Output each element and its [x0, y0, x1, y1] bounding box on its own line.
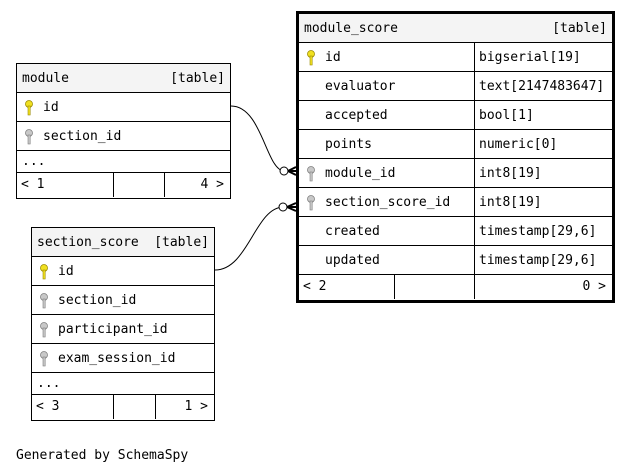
column-name: points: [325, 137, 372, 152]
column-row[interactable]: id: [17, 93, 230, 122]
footer-parents[interactable]: < 1: [21, 177, 45, 192]
column-name: evaluator: [325, 79, 396, 94]
column-type: bool[1]: [479, 108, 534, 123]
column-name: participant_id: [58, 322, 168, 337]
foreign-key-icon: [40, 322, 48, 338]
column-row[interactable]: id bigserial[19]: [299, 43, 612, 72]
footer-children[interactable]: 1 >: [184, 399, 208, 414]
footer-parents[interactable]: < 3: [36, 399, 60, 414]
column-type: timestamp[29,6]: [479, 253, 597, 268]
table-kind: [table]: [552, 21, 607, 36]
link-end-circle: [278, 202, 288, 212]
link-module-to-module-score: [230, 105, 285, 172]
table-kind: [table]: [170, 71, 225, 86]
column-type: timestamp[29,6]: [479, 224, 597, 239]
table-header: module [table]: [17, 64, 230, 93]
table-header: section_score [table]: [32, 228, 214, 257]
foreign-key-icon: [307, 166, 315, 182]
column-row[interactable]: updated timestamp[29,6]: [299, 246, 612, 275]
column-row[interactable]: created timestamp[29,6]: [299, 217, 612, 246]
column-row[interactable]: evaluator text[2147483647]: [299, 72, 612, 101]
primary-key-icon: [25, 100, 33, 116]
column-name: id: [43, 100, 59, 115]
table-footer: < 3 1 >: [32, 395, 214, 419]
more-columns: ...: [17, 151, 230, 173]
column-name: id: [58, 264, 74, 279]
column-type: bigserial[19]: [479, 50, 581, 65]
column-type: int8[19]: [479, 195, 542, 210]
column-name: section_id: [58, 293, 137, 308]
table-section-score[interactable]: section_score [table] id section_id part…: [31, 227, 215, 421]
more-columns: ...: [32, 373, 214, 395]
column-name: id: [325, 50, 341, 65]
column-name: created: [325, 224, 380, 239]
column-name: exam_session_id: [58, 351, 176, 366]
primary-key-icon: [307, 50, 315, 66]
column-row[interactable]: exam_session_id: [32, 344, 214, 373]
table-footer: < 2 0 >: [299, 275, 612, 299]
crowfoot-section-score-id: [286, 202, 297, 212]
foreign-key-icon: [40, 293, 48, 309]
foreign-key-icon: [25, 129, 33, 145]
column-row[interactable]: accepted bool[1]: [299, 101, 612, 130]
crowfoot-module-id: [287, 166, 297, 176]
table-header: module_score [table]: [299, 14, 612, 43]
column-name: section_score_id: [325, 195, 451, 210]
link-section-score-to-module-score: [214, 206, 284, 271]
table-name: module: [22, 71, 69, 86]
column-name: module_id: [325, 166, 396, 181]
column-name: accepted: [325, 108, 388, 123]
foreign-key-icon: [40, 351, 48, 367]
column-row[interactable]: points numeric[0]: [299, 130, 612, 159]
link-end-circle: [279, 166, 289, 176]
primary-key-icon: [40, 264, 48, 280]
column-name: updated: [325, 253, 380, 268]
column-type: int8[19]: [479, 166, 542, 181]
table-name: section_score: [37, 235, 139, 250]
column-row[interactable]: section_score_id int8[19]: [299, 188, 612, 217]
column-row[interactable]: section_id: [32, 286, 214, 315]
footer-children[interactable]: 4 >: [200, 177, 224, 192]
table-module[interactable]: module [table] id section_id ... < 1 4 >: [16, 63, 231, 199]
footer-parents[interactable]: < 2: [303, 279, 327, 294]
column-type: text[2147483647]: [479, 79, 605, 94]
generated-by-label: Generated by SchemaSpy: [16, 448, 189, 463]
table-footer: < 1 4 >: [17, 173, 230, 197]
table-module-score[interactable]: module_score [table] id bigserial[19] ev…: [296, 11, 615, 303]
footer-children[interactable]: 0 >: [582, 279, 606, 294]
foreign-key-icon: [307, 195, 315, 211]
column-row[interactable]: participant_id: [32, 315, 214, 344]
table-name: module_score: [304, 21, 398, 36]
column-name: section_id: [43, 129, 122, 144]
table-kind: [table]: [154, 235, 209, 250]
column-row[interactable]: id: [32, 257, 214, 286]
column-type: numeric[0]: [479, 137, 558, 152]
column-row[interactable]: section_id: [17, 122, 230, 151]
column-row[interactable]: module_id int8[19]: [299, 159, 612, 188]
